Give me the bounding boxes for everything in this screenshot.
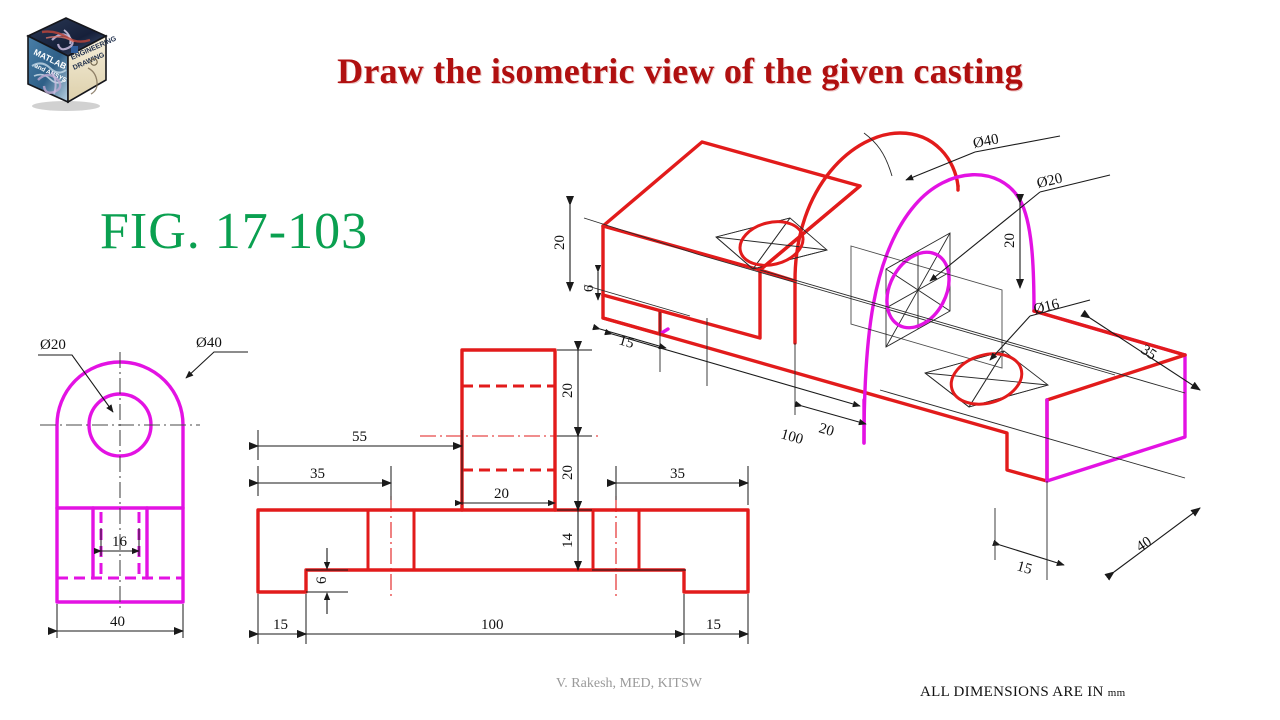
iso-boss-rhombus bbox=[850, 245, 1003, 369]
iso-right-hole-axis bbox=[879, 389, 1186, 479]
iso-construction-right-hole bbox=[879, 350, 1186, 479]
front-view-dim14-label: 14 bbox=[560, 533, 576, 549]
cube-monogram bbox=[41, 29, 91, 51]
logo-shadow bbox=[32, 101, 100, 111]
iso-slab-top-right-edge bbox=[1032, 309, 1187, 357]
iso-dia16-label: Ø16 bbox=[1032, 296, 1061, 318]
side-view-dia20-leader: Ø20 bbox=[38, 337, 114, 413]
front-view-center: 55 35 20 20 bbox=[249, 341, 750, 644]
front-view-bottom-dims: 15 100 15 bbox=[249, 594, 749, 644]
units-note-text: ALL DIMENSIONS ARE IN bbox=[920, 684, 1108, 700]
iso-dim-100: 100 bbox=[604, 328, 861, 448]
front-view-dim-35-left: 35 bbox=[249, 466, 392, 500]
front-view-base-outline bbox=[256, 508, 750, 594]
iso-dia40-leader: Ø40 bbox=[863, 131, 1061, 181]
isometric-view-right: 20 6 15 100 20 bbox=[552, 131, 1201, 581]
iso-right-hole-ellipse bbox=[949, 352, 1024, 406]
front-view-dim20-lower-label: 20 bbox=[560, 465, 576, 480]
iso-slab-right-face bbox=[1045, 353, 1187, 483]
units-note-suffix: mm bbox=[1107, 687, 1126, 699]
iso-dim-15-bottom: 15 bbox=[992, 481, 1065, 580]
iso-dim35-label: 35 bbox=[1138, 342, 1159, 364]
iso-dim-40: 40 bbox=[1104, 507, 1201, 581]
iso-left-block-front bbox=[601, 268, 762, 340]
side-view-dia20-label: Ø20 bbox=[40, 337, 66, 353]
side-view-dim16-label: 16 bbox=[112, 534, 128, 550]
iso-dim-35: 35 bbox=[1080, 309, 1201, 391]
units-note: ALL DIMENSIONS ARE IN mm bbox=[920, 684, 1125, 701]
iso-ext-line-a bbox=[583, 217, 701, 256]
iso-dia20-label: Ø20 bbox=[1035, 170, 1064, 191]
iso-slab-front-lower bbox=[601, 316, 1049, 483]
iso-boss-face-outline bbox=[862, 173, 1036, 445]
side-view-dia40-label: Ø40 bbox=[196, 335, 222, 351]
iso-slab-ridge bbox=[758, 184, 862, 272]
iso-left-block bbox=[601, 140, 862, 340]
iso-dim15-left-label: 15 bbox=[617, 332, 636, 352]
iso-dim100-label: 100 bbox=[779, 426, 805, 448]
author-credit: V. Rakesh, MED, KITSW bbox=[556, 676, 702, 691]
iso-left-notch bbox=[601, 293, 662, 336]
side-view-dia40-leader: Ø40 bbox=[185, 335, 248, 379]
iso-construction-left-hole bbox=[699, 217, 1116, 376]
front-view-dim55-label: 55 bbox=[352, 429, 367, 445]
iso-left-hole-ellipse bbox=[738, 220, 805, 267]
iso-dim40-label: 40 bbox=[1133, 534, 1154, 556]
gv-engineering-cube-logo: MATLAB and ANSYS ENGINEERING DRAWING bbox=[26, 17, 116, 111]
front-view-dim20-upper-label: 20 bbox=[560, 383, 576, 398]
iso-dim-20-height: 20 bbox=[552, 196, 574, 292]
front-view-dim6-label: 6 bbox=[314, 576, 330, 584]
front-view-dim35-left-label: 35 bbox=[310, 466, 325, 482]
front-view-dim-55: 55 bbox=[249, 429, 463, 505]
iso-construction-bore bbox=[850, 232, 1003, 369]
figure-label: FIG. 17-103 bbox=[100, 203, 369, 260]
iso-ext-line-c bbox=[759, 269, 1186, 394]
iso-dim-6: 6 bbox=[582, 264, 602, 301]
page-title: Draw the isometric view of the given cas… bbox=[337, 51, 1023, 91]
front-view-dim15-left-label: 15 bbox=[273, 617, 288, 633]
front-view-dim-20-rib-width: 20 bbox=[454, 486, 556, 507]
iso-dim-20-rib: 20 bbox=[794, 400, 867, 440]
iso-right-hole-rays bbox=[924, 350, 1049, 408]
front-view-dim100-label: 100 bbox=[481, 617, 504, 633]
iso-bore-ellipse bbox=[885, 250, 951, 330]
side-view-dim40-label: 40 bbox=[110, 614, 125, 630]
iso-ext-line-b bbox=[583, 284, 691, 317]
iso-dim20-boss-label: 20 bbox=[1002, 233, 1018, 248]
side-view-left: Ø20 Ø40 16 40 bbox=[38, 335, 248, 638]
front-view-vertical-dims: 20 20 14 bbox=[557, 341, 686, 571]
iso-dim-20-boss: 20 bbox=[1002, 194, 1024, 289]
iso-dim20-rib-label: 20 bbox=[817, 420, 836, 440]
iso-left-hole-axis-long bbox=[699, 254, 1116, 376]
cube-left-monogram bbox=[37, 71, 62, 95]
front-view-dim-35-right: 35 bbox=[607, 466, 749, 505]
iso-dim20-height-label: 20 bbox=[552, 235, 568, 250]
iso-arch-outer-red bbox=[793, 131, 960, 283]
front-view-dim-6: 6 bbox=[306, 548, 348, 614]
front-view-dim35-right-label: 35 bbox=[670, 466, 685, 482]
iso-dia40-label: Ø40 bbox=[972, 131, 1000, 152]
iso-dim15-bottom-label: 15 bbox=[1015, 558, 1034, 578]
side-view-dim-16: 16 bbox=[93, 528, 140, 556]
front-view-dim15-right-label: 15 bbox=[706, 617, 721, 633]
iso-dia20-leader: Ø20 bbox=[929, 170, 1111, 282]
iso-dia16-leader: Ø16 bbox=[989, 296, 1091, 361]
side-view-dim-40: 40 bbox=[48, 604, 184, 638]
front-view-dim20-width-label: 20 bbox=[494, 486, 509, 502]
iso-dim6-label: 6 bbox=[582, 285, 597, 292]
side-view-outline bbox=[55, 360, 185, 604]
